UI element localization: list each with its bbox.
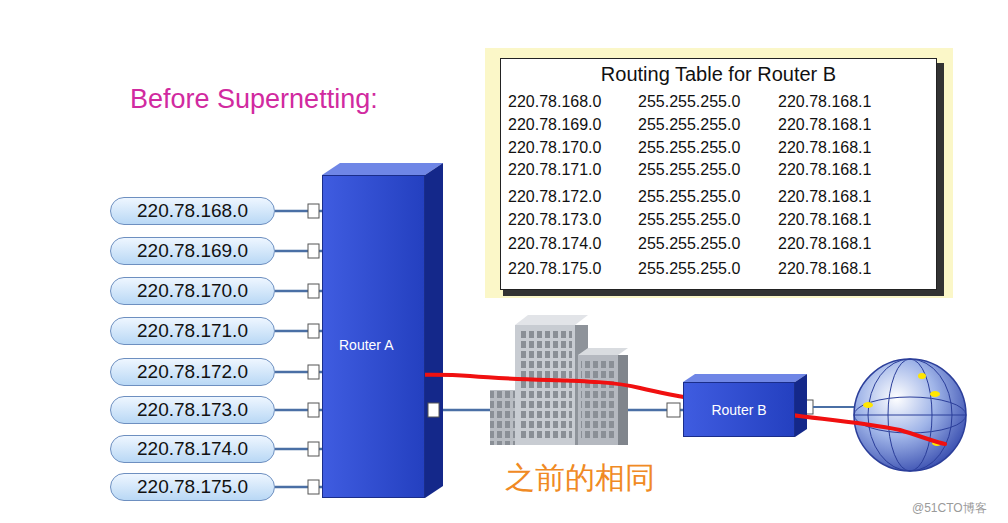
wire: [813, 406, 858, 408]
network-box: 220.78.169.0: [110, 237, 275, 265]
network-box: 220.78.175.0: [110, 473, 275, 501]
network-box: 220.78.172.0: [110, 358, 275, 386]
router-top: [322, 163, 443, 175]
table-cell: 220.78.170.0: [508, 139, 601, 157]
table-cell: 220.78.168.1: [778, 161, 871, 179]
router-side: [425, 163, 443, 498]
table-cell: 220.78.168.1: [778, 211, 871, 229]
table-cell: 255.255.255.0: [638, 93, 740, 111]
node-label: 220.78.174.0: [137, 438, 248, 460]
note: 之前的相同: [505, 458, 655, 499]
node-label: 220.78.175.0: [137, 476, 248, 498]
table-cell: 220.78.168.1: [778, 188, 871, 206]
table-cell: 220.78.168.1: [778, 139, 871, 157]
table-cell: 255.255.255.0: [638, 211, 740, 229]
table-cell: 255.255.255.0: [638, 139, 740, 157]
node-label: 220.78.169.0: [137, 240, 248, 262]
title: Before Supernetting:: [130, 84, 378, 115]
node-label: Router A: [339, 337, 393, 353]
table-cell: 220.78.174.0: [508, 235, 601, 253]
node-label: Router B: [711, 402, 766, 418]
network-box: 220.78.174.0: [110, 435, 275, 463]
table-cell: 220.78.168.1: [778, 93, 871, 111]
network-box: 220.78.170.0: [110, 277, 275, 305]
table-cell: 220.78.168.0: [508, 93, 601, 111]
node-label: 220.78.168.0: [137, 200, 248, 222]
table-cell: 255.255.255.0: [638, 188, 740, 206]
node-label: 220.78.173.0: [137, 399, 248, 421]
node-label: 220.78.172.0: [137, 361, 248, 383]
router-box: Router A: [322, 175, 425, 498]
table-cell: 220.78.171.0: [508, 161, 601, 179]
router-side: [795, 374, 807, 437]
network-box: 220.78.171.0: [110, 317, 275, 345]
table-cell: 220.78.168.1: [778, 260, 871, 278]
traffic-path: [383, 366, 945, 444]
table-cell: 220.78.168.1: [778, 116, 871, 134]
globe: [854, 359, 966, 471]
table-cell: 220.78.169.0: [508, 116, 601, 134]
table-cell: 220.78.172.0: [508, 188, 601, 206]
table-cell: 220.78.168.1: [778, 235, 871, 253]
table-cell: 220.78.173.0: [508, 211, 601, 229]
router-box: Router B: [683, 382, 795, 437]
table-cell: 255.255.255.0: [638, 161, 740, 179]
table-backdrop: [485, 48, 953, 298]
network-box: 220.78.173.0: [110, 396, 275, 424]
table-cell: 255.255.255.0: [638, 116, 740, 134]
table-cell: 220.78.175.0: [508, 260, 601, 278]
table-cell: 255.255.255.0: [638, 235, 740, 253]
table-cell: 255.255.255.0: [638, 260, 740, 278]
router-top: [683, 374, 807, 382]
table-title: Routing Table for Router B: [601, 63, 836, 85]
watermark: @51CTO博客: [912, 500, 987, 517]
node-label: 220.78.170.0: [137, 280, 248, 302]
node-label: 220.78.171.0: [137, 320, 248, 342]
network-box: 220.78.168.0: [110, 197, 275, 225]
